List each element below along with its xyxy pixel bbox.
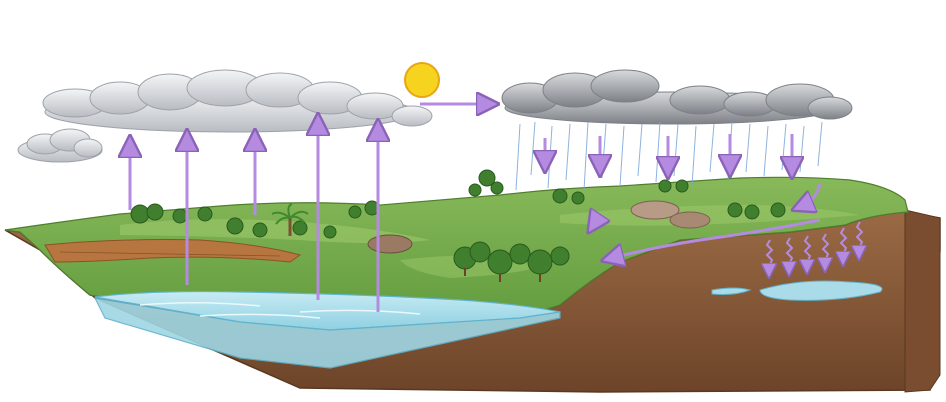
runoff-arrow xyxy=(802,183,822,206)
runoff-arrows xyxy=(592,183,822,258)
grass-highlight xyxy=(120,219,430,243)
vegetation xyxy=(130,169,786,282)
precipitation-arrows xyxy=(545,134,792,168)
runoff-arrow xyxy=(612,218,821,258)
infiltration-arrow xyxy=(787,237,792,269)
tree-cluster xyxy=(130,169,786,239)
soil-right-face xyxy=(904,209,941,393)
earth-bank xyxy=(44,239,302,263)
infiltration-arrow xyxy=(805,235,810,267)
runoff-arrow xyxy=(592,210,596,224)
rain xyxy=(515,121,823,191)
infiltration-arrow xyxy=(857,221,862,253)
infiltration-arrow xyxy=(767,239,772,271)
groundwater-pool xyxy=(711,287,752,295)
cloud-small xyxy=(17,128,103,163)
sun-icon xyxy=(404,62,440,98)
tree-grove xyxy=(453,241,570,282)
evaporation-arrows xyxy=(130,124,378,312)
lake-depth xyxy=(93,297,561,369)
groundwater xyxy=(711,280,883,301)
infiltration-arrows xyxy=(767,221,862,271)
cloud-large xyxy=(42,69,433,133)
palm-tree xyxy=(271,203,309,236)
lake xyxy=(93,290,561,369)
infiltration-arrow xyxy=(841,227,846,259)
rain-cloud xyxy=(501,69,853,125)
infiltration-arrow xyxy=(823,233,828,265)
groundwater-pool xyxy=(759,280,883,301)
